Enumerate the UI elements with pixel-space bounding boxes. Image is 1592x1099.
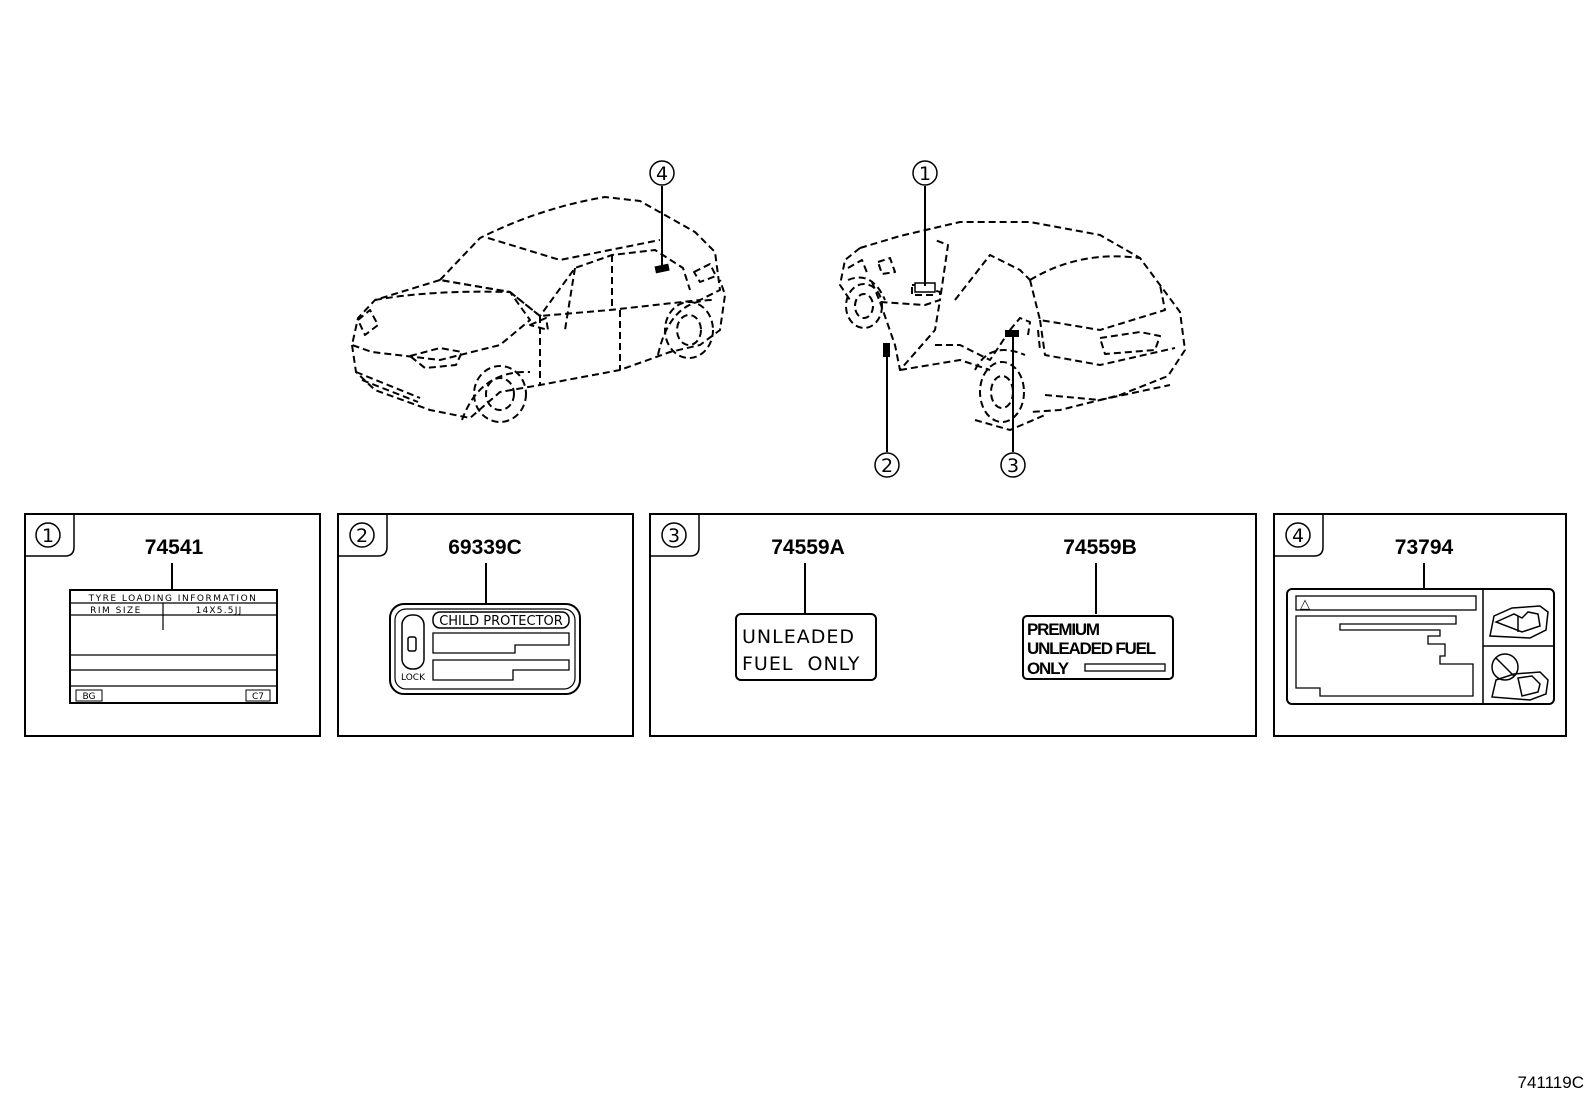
car-front-view (351, 196, 726, 423)
panel-1-part-number: 74541 (145, 536, 204, 559)
child-seat-icon (1489, 605, 1549, 639)
airbag-warning-label: △ (1286, 588, 1555, 705)
callout-1-circle (912, 160, 938, 186)
callout-2-number: 2 (881, 455, 893, 477)
child-protector-lock: LOCK (401, 673, 426, 683)
panel-4-number: 4 (1292, 525, 1304, 547)
panel-4-part-number: 73794 (1395, 536, 1454, 559)
callout-3-circle (1000, 452, 1026, 478)
callout-4-circle (649, 160, 675, 186)
unleaded-fuel-label: UNLEADED FUEL ONLY (735, 613, 877, 681)
panel-3: 3 74559A 74559B UNLEADED FUEL ONLY PREMI… (649, 513, 1257, 737)
tyre-label-footer-left: BG (83, 692, 96, 702)
tyre-label-footer-right: C7 (252, 692, 264, 702)
panel-2: 2 69339C CHILD PROTECTOR LOCK (337, 513, 634, 737)
label-2-location-mark (883, 343, 890, 357)
panel-3-part-number-a: 74559A (771, 536, 845, 559)
premium-label-line3: ONLY (1027, 659, 1070, 678)
premium-label-line1: PREMIUM (1027, 620, 1100, 639)
callout-4-number: 4 (656, 163, 668, 185)
panel-2-part-number: 69339C (448, 536, 522, 559)
panel-2-number: 2 (356, 525, 368, 547)
panel-3-number: 3 (668, 525, 680, 547)
callout-3-number: 3 (1007, 455, 1019, 477)
unleaded-label-line2: FUEL ONLY (742, 653, 860, 675)
panel-1: 1 74541 TYRE LOADING INFORMATION RIM SIZ… (24, 513, 321, 737)
premium-label-line2: UNLEADED FUEL (1027, 639, 1156, 658)
label-4-location-mark (654, 263, 670, 274)
child-protector-title: CHILD PROTECTOR (439, 614, 563, 629)
label-3-location-mark (1005, 330, 1019, 337)
tyre-label-size-value: 14X5.5JJ (196, 606, 243, 616)
diagram-code: 741119C (1517, 1073, 1584, 1092)
tyre-loading-label: TYRE LOADING INFORMATION RIM SIZE 14X5.5… (69, 589, 278, 704)
unleaded-label-line1: UNLEADED (742, 626, 855, 648)
premium-unleaded-label: PREMIUM UNLEADED FUEL ONLY (1022, 615, 1174, 680)
callout-1-number: 1 (919, 163, 931, 185)
car-rear-view (839, 221, 1186, 431)
child-protector-label: CHILD PROTECTOR LOCK (389, 603, 581, 695)
no-rear-facing-seat-icon (1491, 653, 1549, 701)
panel-3-part-number-b: 74559B (1063, 536, 1137, 559)
warning-triangle-icon: △ (1300, 597, 1310, 612)
callout-2-circle (874, 452, 900, 478)
panel-4: 4 73794 △ (1273, 513, 1567, 737)
tyre-label-title: TYRE LOADING INFORMATION (88, 594, 258, 604)
tyre-label-rim-size: RIM SIZE (90, 606, 142, 616)
panel-1-number: 1 (42, 525, 54, 547)
